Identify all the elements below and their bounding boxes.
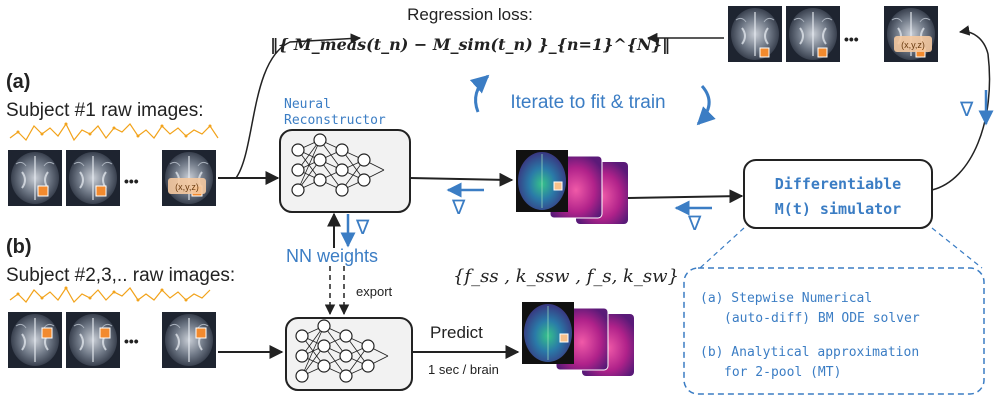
coord-label-a: (x,y,z) [175,182,199,192]
solver-a-line-2: (auto-diff) BM ODE solver [724,311,920,326]
iterate-arrow-left [469,74,490,113]
section-a-label: (a) [6,71,30,93]
solver-a-line-1: (a) Stepwise Numerical [700,291,872,306]
grad-symbol-weights: ∇ [355,217,370,239]
raw-image-a1 [7,149,63,207]
simulator-box [743,159,933,229]
raw-image-b2 [65,311,121,369]
simulator-line-2: M(t) simulator [775,200,901,218]
signal-trace-a [9,122,219,142]
params-label: {f_ss , k_ssw , f_s, k_sw} [453,266,679,287]
solver-b-line-2: for 2-pool (MT) [724,365,841,380]
sim-image-2 [785,5,841,63]
grad-symbol-simloop: ∇ [959,99,974,121]
raw-image-b3 [161,311,217,369]
sim-image-3 [883,5,939,63]
section-b-label: (b) [6,236,32,258]
reconstructor-label-1: Neural [284,97,331,112]
arrow-reconstructor-to-maps [409,172,514,187]
iterate-arrow-right [696,85,716,126]
loss-formula: ‖{ M_meas(t_n) − M_sim(t_n) }_{n=1}^{N}‖ [270,35,670,54]
parameter-maps-a [515,149,629,225]
signal-trace-b [9,286,211,303]
solver-b-line-1: (b) Analytical approximation [700,345,919,360]
nn-weights-label: NN weights [286,246,378,266]
arrow-simulator-to-sim-images [931,25,991,191]
section-a-subject: Subject #1 raw images: [6,100,204,121]
coord-badge-sim [894,36,932,52]
ellipsis-a: ••• [124,173,139,189]
ellipsis-b: ••• [124,333,139,349]
solver-connector [699,227,983,269]
arrow-raw-to-loss [235,33,362,179]
coord-label-sim: (x,y,z) [901,40,925,50]
loss-title: Regression loss: [407,5,533,24]
sim-image-1 [727,5,783,63]
reconstructor-label-2: Reconstructor [284,113,386,128]
simulator-line-1: Differentiable [775,175,901,193]
predict-label: Predict [430,323,483,342]
arrow-maps-to-simulator [627,189,744,204]
iterate-label: Iterate to fit & train [510,92,665,113]
grad-symbol-maps: ∇ [451,197,466,219]
ellipsis-sim: ••• [844,31,859,47]
coord-badge-a [168,178,206,194]
section-b-subject: Subject #2,3,.. raw images: [6,265,235,286]
grad-symbol-sim: ∇ [687,213,702,235]
raw-image-a2 [65,149,121,207]
speed-label: 1 sec / brain [428,362,499,377]
solver-box [683,267,985,395]
parameter-maps-b [521,301,635,377]
raw-image-b1 [7,311,63,369]
export-label: export [356,284,393,299]
